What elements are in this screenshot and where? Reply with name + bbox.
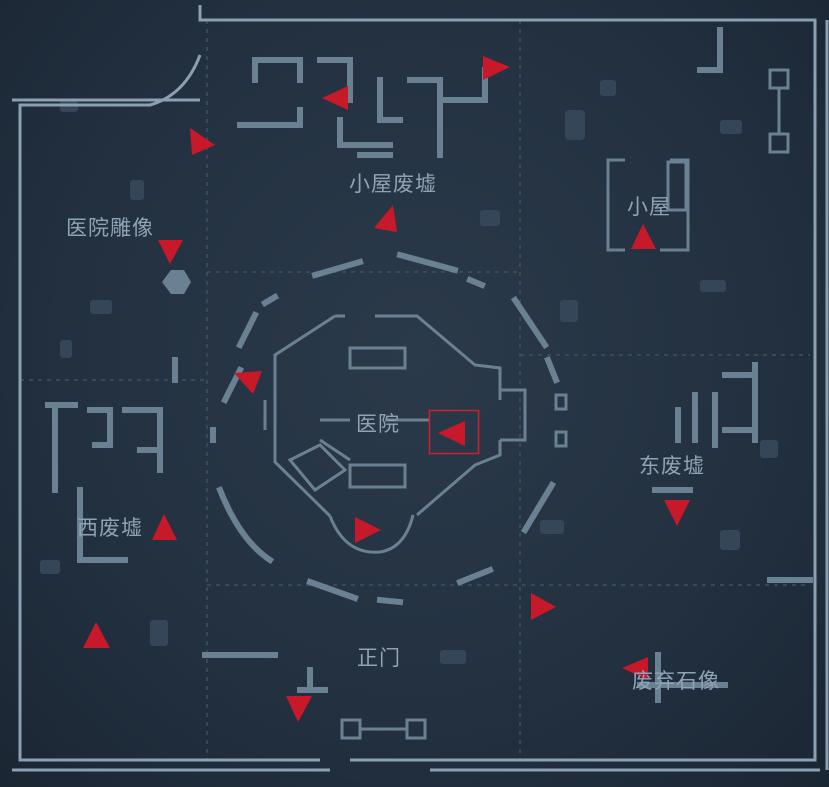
grid-lines: [20, 20, 810, 760]
west-ruins-walls: [45, 357, 178, 563]
location-label-cabin-ruins: 小屋废墟: [349, 172, 437, 196]
marker-triangle[interactable]: [374, 205, 397, 232]
marker-triangle[interactable]: [631, 224, 656, 249]
marker-triangle[interactable]: [152, 514, 177, 540]
marker-triangle[interactable]: [190, 128, 215, 155]
cabin-walls: [606, 158, 690, 252]
debris: [40, 80, 778, 664]
marker-triangle[interactable]: [664, 500, 690, 526]
location-label-hospital: 医院: [356, 412, 400, 436]
south-walls: [202, 652, 728, 703]
marker-triangle[interactable]: [322, 86, 348, 110]
location-label-hospital-statue: 医院雕像: [66, 216, 154, 240]
location-label-cabin: 小屋: [627, 195, 671, 219]
marker-triangle[interactable]: [83, 622, 110, 648]
marker-triangle[interactable]: [158, 240, 183, 264]
location-label-main-gate: 正门: [357, 646, 401, 670]
location-label-west-ruins: 西废墟: [77, 516, 143, 540]
outer-boundary: [12, 5, 829, 772]
cabin-ruins-walls: [237, 27, 723, 158]
marker-triangle[interactable]: [622, 657, 648, 680]
marker-triangle[interactable]: [483, 56, 510, 80]
marker-triangle[interactable]: [234, 371, 262, 394]
spawn-markers: [83, 56, 690, 722]
hospital-statue-icon: [162, 270, 191, 294]
marker-triangle[interactable]: [355, 517, 381, 543]
marker-triangle[interactable]: [286, 696, 312, 722]
marker-triangle[interactable]: [531, 593, 556, 620]
location-label-east-ruins: 东废墟: [639, 454, 705, 478]
location-label-abandoned-statue: 废弃石像: [632, 669, 720, 693]
east-ruins-walls: [652, 362, 813, 583]
selected-marker-highlight[interactable]: [428, 409, 480, 455]
marker-triangle[interactable]: [438, 421, 465, 446]
hospital-walls: [263, 314, 527, 554]
